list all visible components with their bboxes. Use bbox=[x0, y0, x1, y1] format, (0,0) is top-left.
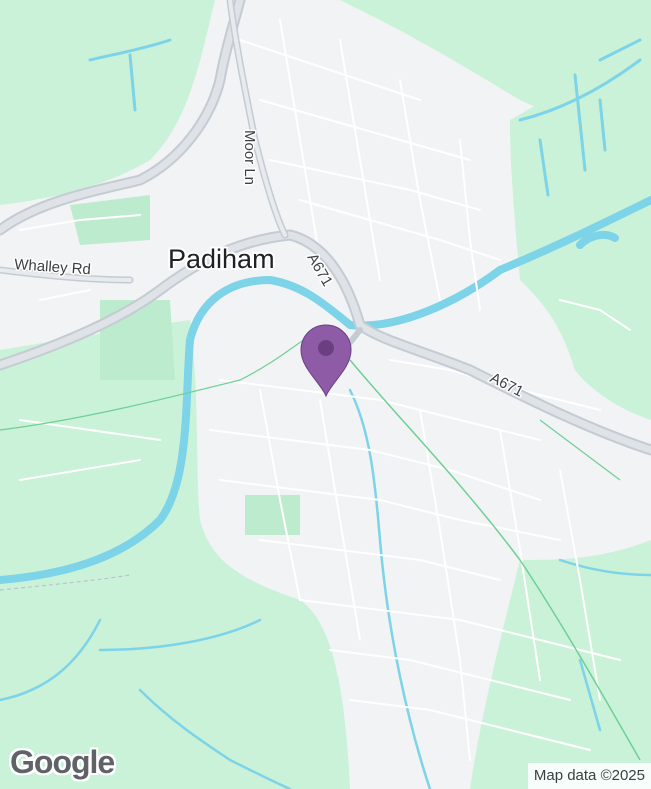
major-roads bbox=[0, 0, 651, 456]
rivers bbox=[0, 38, 651, 789]
location-marker[interactable] bbox=[300, 324, 352, 398]
map-attribution[interactable]: Map data ©2025 bbox=[527, 763, 651, 789]
railway-lines bbox=[0, 329, 641, 761]
road-label-moor-ln: Moor Ln bbox=[241, 130, 258, 185]
place-label-padiham: Padiham bbox=[168, 244, 275, 274]
google-logo: Google bbox=[10, 744, 115, 780]
map-pin-icon bbox=[300, 324, 352, 398]
